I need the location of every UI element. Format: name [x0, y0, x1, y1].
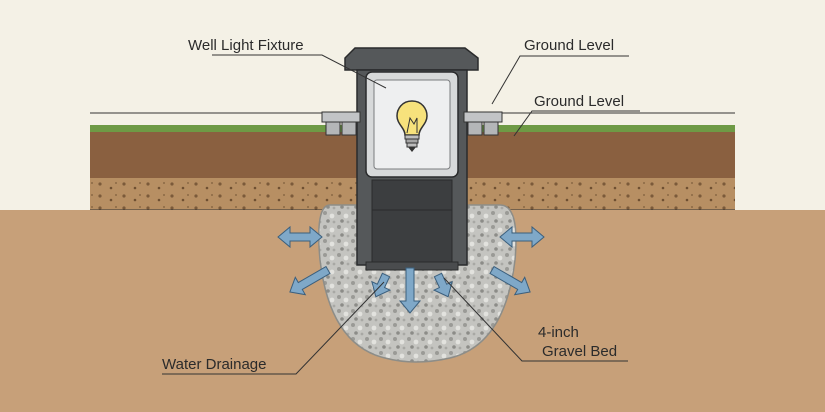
drainage-arrow-icon [289, 265, 331, 296]
drainage-arrows [277, 225, 545, 314]
leader-gravel-bed [443, 277, 628, 362]
label-water-drainage: Water Drainage [162, 356, 267, 373]
leader-ground-level-side [513, 110, 640, 137]
light-bulb-icon [396, 100, 428, 152]
leader-water-drainage [162, 281, 385, 375]
drainage-arrow-icon [489, 265, 531, 296]
label-ground-level-top: Ground Level [524, 37, 614, 54]
mounting-tab-left [321, 111, 361, 136]
label-well-light-fixture: Well Light Fixture [188, 37, 304, 54]
well-light-fixture [344, 47, 479, 271]
leader-fixture [212, 54, 387, 89]
drainage-arrow-icon [432, 272, 453, 298]
drainage-arrow-icon [499, 225, 545, 249]
drainage-arrow-icon [277, 225, 323, 249]
label-gravel-bed-line1: 4-inch [538, 324, 579, 341]
mounting-tab-right [463, 111, 503, 136]
leader-ground-level-top [491, 55, 629, 105]
housing-lid [344, 47, 479, 71]
label-ground-level-side: Ground Level [534, 93, 624, 110]
label-gravel-bed-line2: Gravel Bed [542, 343, 617, 360]
housing-inner-sleeve [371, 179, 453, 266]
drainage-arrow-icon [398, 267, 422, 314]
